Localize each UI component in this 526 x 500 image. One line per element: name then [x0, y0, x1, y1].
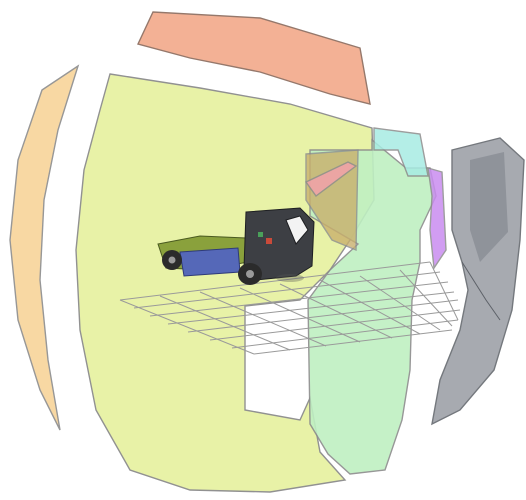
- rear-wheel-hub: [169, 257, 176, 264]
- cab-detail-green: [258, 232, 263, 237]
- violet-zone: [428, 168, 446, 268]
- cab-wheel-shadow: [276, 274, 304, 282]
- front-wheel-hub: [246, 270, 254, 278]
- left-zone: [10, 66, 78, 430]
- cab-detail-red: [266, 238, 272, 244]
- tank: [180, 248, 240, 276]
